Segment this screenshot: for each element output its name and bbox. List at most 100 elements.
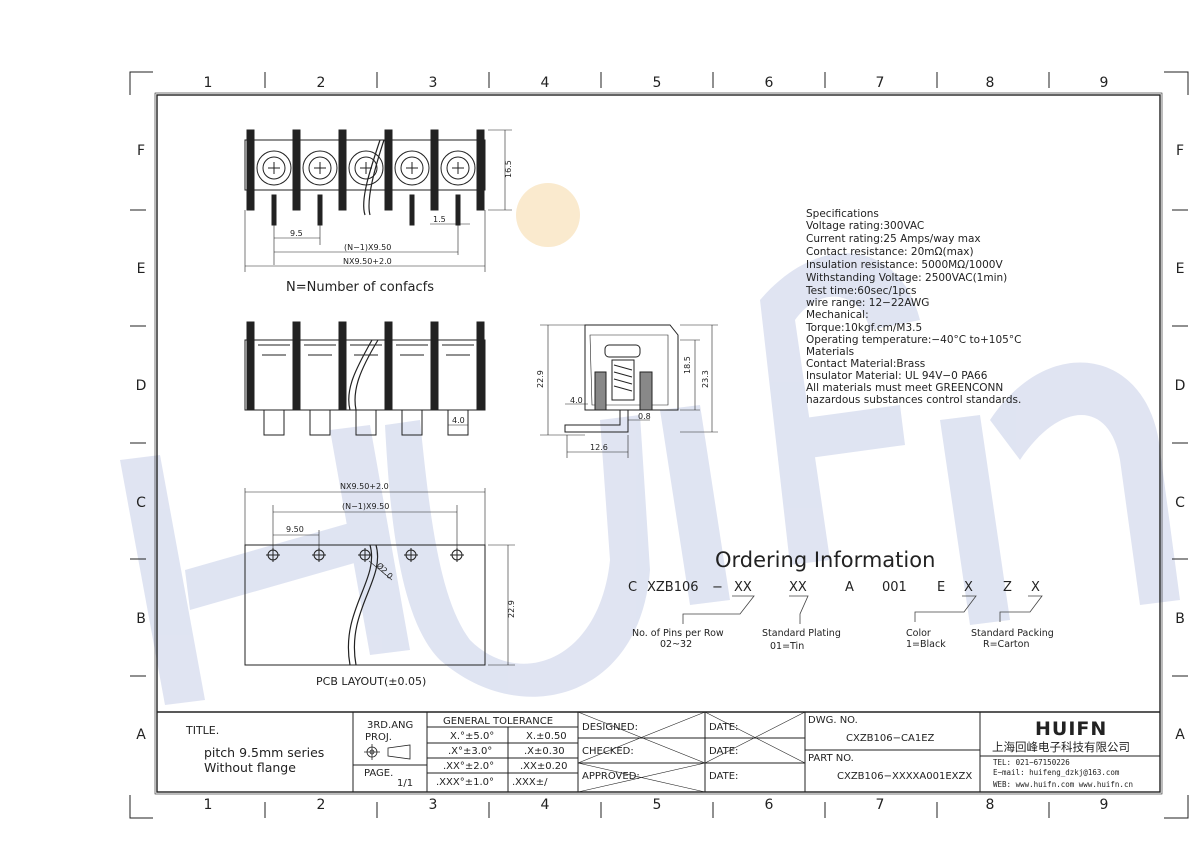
part-value: CXZB106−XXXXA001EXZX	[837, 771, 972, 782]
ordering-leaders	[682, 595, 1043, 624]
legend-label: Standard Plating	[762, 628, 841, 639]
legend-label: No. of Pins per Row	[632, 628, 724, 639]
tol-linear: .XXX±/	[512, 777, 548, 788]
part-label: PART NO.	[808, 753, 854, 764]
legend-value: 02~32	[660, 639, 692, 650]
col-label: 4	[541, 75, 550, 91]
legend-value: 01=Tin	[770, 641, 804, 652]
code-part: XX	[734, 580, 752, 595]
row-label: D	[1175, 378, 1186, 394]
legend-value: R=Carton	[983, 639, 1029, 650]
col-label: 7	[876, 75, 885, 91]
code-part: −	[712, 580, 723, 595]
specifications: Specifications Voltage rating:300VAC Cur…	[805, 208, 1021, 406]
row-label: D	[136, 378, 147, 394]
spec-line: Voltage rating:300VAC	[806, 220, 924, 232]
col-label: 1	[204, 75, 213, 91]
dim-height: 16.5	[504, 160, 513, 178]
company-logo: HUIFN	[1035, 718, 1107, 740]
tol-angle: .XX°±2.0°	[443, 761, 494, 772]
front-view	[244, 321, 486, 436]
spec-line: Operating temperature:−40°C to+105°C	[806, 334, 1021, 346]
dwg-label: DWG. NO.	[808, 715, 858, 726]
row-label: C	[1175, 495, 1185, 511]
dim-pcb-span: (N−1)X9.50	[342, 502, 389, 511]
date-label: DATE:	[709, 722, 738, 733]
row-label: B	[1175, 611, 1185, 627]
code-part: E	[937, 580, 945, 595]
col-label: 3	[429, 75, 438, 91]
tol-angle: X.°±5.0°	[450, 731, 494, 742]
grid-labels: 1 2 3 4 5 6 7 8 9 1 2 3 4 5 6 7 8 9 F E …	[136, 75, 1186, 813]
page-label: PAGE.	[364, 768, 393, 779]
pcb-caption: PCB LAYOUT(±0.05)	[316, 675, 426, 688]
col-label: 2	[317, 797, 326, 813]
code-part: XX	[789, 580, 807, 595]
title-block	[157, 711, 1160, 793]
approved-label: APPROVED:	[582, 771, 640, 782]
col-label: 4	[541, 797, 550, 813]
legend-value: 1=Black	[906, 639, 946, 650]
dim-pcb-pitch: 9.50	[286, 525, 304, 534]
row-label: F	[137, 143, 145, 159]
sheet-frame	[129, 71, 1189, 819]
spec-line: Insulator Material: UL 94V−0 PA66	[806, 370, 988, 382]
code-part: 001	[882, 580, 907, 595]
grid-ticks	[130, 72, 1188, 818]
col-label: 8	[986, 75, 995, 91]
tol-angle: .X°±3.0°	[448, 746, 492, 757]
ordering-title: Ordering Information	[715, 548, 935, 572]
pcb-layout	[244, 488, 515, 666]
dim-side-slot: 0.8	[638, 412, 651, 421]
title-line1: pitch 9.5mm series	[204, 745, 324, 760]
row-label: E	[137, 261, 146, 277]
dim-pcb-total: NX9.50+2.0	[340, 482, 389, 491]
code-part: A	[845, 580, 854, 595]
checked-label: CHECKED:	[582, 746, 634, 757]
dim-side-h2: 18.5	[683, 356, 692, 374]
dim-side-depth: 12.6	[590, 443, 608, 452]
dim-pitch: 9.5	[290, 229, 303, 238]
spec-line: Contact Material:Brass	[806, 358, 925, 370]
col-label: 6	[765, 797, 774, 813]
note-pins: N=Number of confacfs	[286, 280, 434, 295]
watermark-dot	[516, 183, 580, 247]
col-label: 8	[986, 797, 995, 813]
spec-line: Contact resistance: 20mΩ(max)	[806, 246, 974, 258]
col-label: 6	[765, 75, 774, 91]
code-part: X	[964, 580, 973, 595]
tol-angle: .XXX°±1.0°	[436, 777, 494, 788]
page-value: 1/1	[397, 778, 413, 789]
dim-side-h3: 23.3	[701, 370, 710, 388]
designed-label: DESIGNED:	[582, 722, 638, 733]
company-tel: TEL: 021−67150226	[993, 758, 1070, 767]
proj-label1: 3RD.ANG	[367, 720, 413, 731]
screw-row	[256, 150, 476, 186]
row-label: C	[136, 495, 146, 511]
tol-linear: .XX±0.20	[520, 761, 568, 772]
col-label: 1	[204, 797, 213, 813]
pcb-holes	[266, 548, 464, 562]
ordering-code: C XZB106 − XX XX A 001 E X Z X	[628, 580, 1040, 595]
ordering-legend: No. of Pins per Row 02~32 Standard Plati…	[632, 628, 1054, 652]
code-part: Z	[1003, 580, 1012, 595]
date-label: DATE:	[709, 746, 738, 757]
col-label: 2	[317, 75, 326, 91]
col-label: 5	[653, 75, 662, 91]
row-label: A	[136, 727, 146, 743]
watermark	[120, 183, 1180, 705]
col-label: 9	[1100, 797, 1109, 813]
top-view	[244, 129, 512, 272]
dwg-value: CXZB106−CA1EZ	[846, 733, 935, 744]
dim-side-h1: 22.9	[536, 370, 545, 388]
spec-line: Mechanical:	[806, 309, 869, 321]
company-web: WEB: www.huifn.com www.huifn.cn	[993, 780, 1133, 789]
spec-line: Insulation resistance: 5000MΩ/1000V	[806, 259, 1003, 271]
code-part: C	[628, 580, 637, 595]
legend-label: Color	[906, 628, 931, 639]
spec-line: Withstanding Voltage: 2500VAC(1min)	[806, 272, 1007, 284]
spec-line: wire range: 12−22AWG	[806, 297, 929, 309]
spec-line: All materials must meet GREENCONN	[806, 382, 1003, 394]
company-block: HUIFN 上海回峰电子科技有限公司 TEL: 021−67150226 E−m…	[992, 718, 1133, 789]
